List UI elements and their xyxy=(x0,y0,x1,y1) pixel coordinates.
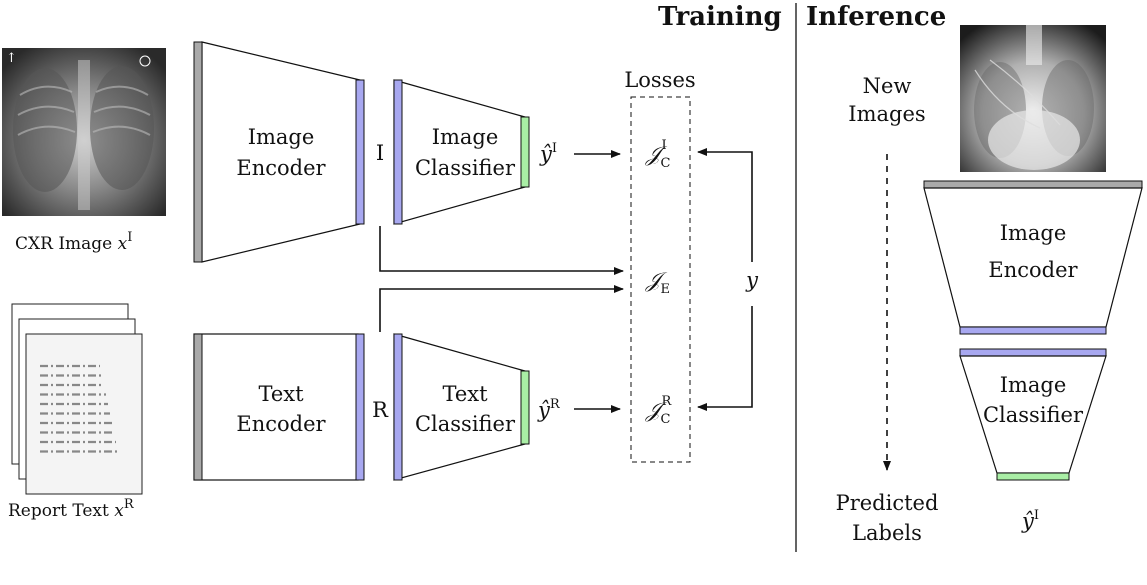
svg-text:Encoder: Encoder xyxy=(988,258,1078,282)
cxr-image: ↑ xyxy=(2,48,166,216)
inference-header: Inference xyxy=(806,2,946,32)
image-prediction: ŷI xyxy=(539,141,557,166)
svg-text:↑: ↑ xyxy=(6,51,17,66)
report-caption: Report Text xR xyxy=(8,497,135,521)
predicted-labels: Predicted xyxy=(836,491,939,515)
losses-title: Losses xyxy=(624,68,695,92)
new-images-label: New xyxy=(863,74,912,98)
inference-output: ŷI xyxy=(1021,508,1039,533)
inference-cxr-image xyxy=(960,25,1106,172)
training-header: Training xyxy=(658,2,782,32)
inference-image-encoder: Image Encoder xyxy=(923,180,1143,335)
report-embedding-label: R xyxy=(372,398,389,422)
svg-text:Image: Image xyxy=(1000,373,1067,397)
svg-text:Encoder: Encoder xyxy=(236,156,326,180)
report-embedding-bar xyxy=(355,333,365,481)
image-output-bar xyxy=(520,116,530,188)
training-arrows xyxy=(379,148,753,413)
label-y: y xyxy=(745,268,759,292)
text-classifier: Text Classifier xyxy=(393,333,530,481)
inference-image-classifier: Image Classifier xyxy=(959,348,1107,481)
svg-text:Classifier: Classifier xyxy=(415,156,516,180)
text-encoder: Text Encoder xyxy=(193,333,365,481)
loss-jcr: 𝒥CR xyxy=(645,394,672,427)
image-embedding-bar xyxy=(355,79,365,225)
svg-text:Labels: Labels xyxy=(852,521,922,545)
svg-text:Text: Text xyxy=(258,382,304,406)
report-text-pages xyxy=(11,303,143,495)
svg-text:Images: Images xyxy=(848,102,925,126)
svg-text:Classifier: Classifier xyxy=(983,403,1084,427)
loss-jci: 𝒥CI xyxy=(645,138,671,171)
image-embedding-label: I xyxy=(376,141,384,165)
losses-box xyxy=(630,96,691,463)
cxr-caption: CXR Image xI xyxy=(15,230,132,254)
svg-text:Image: Image xyxy=(432,125,499,149)
image-encoder: Image Encoder xyxy=(193,41,365,263)
svg-text:Image: Image xyxy=(248,125,315,149)
svg-text:Text: Text xyxy=(442,382,488,406)
loss-je: 𝒥E xyxy=(645,268,670,297)
svg-text:Encoder: Encoder xyxy=(236,412,326,436)
report-output-bar xyxy=(520,370,530,445)
svg-text:Image: Image xyxy=(1000,221,1067,245)
report-prediction: ŷR xyxy=(537,397,561,422)
image-classifier: Image Classifier xyxy=(393,79,530,225)
svg-text:Classifier: Classifier xyxy=(415,412,516,436)
